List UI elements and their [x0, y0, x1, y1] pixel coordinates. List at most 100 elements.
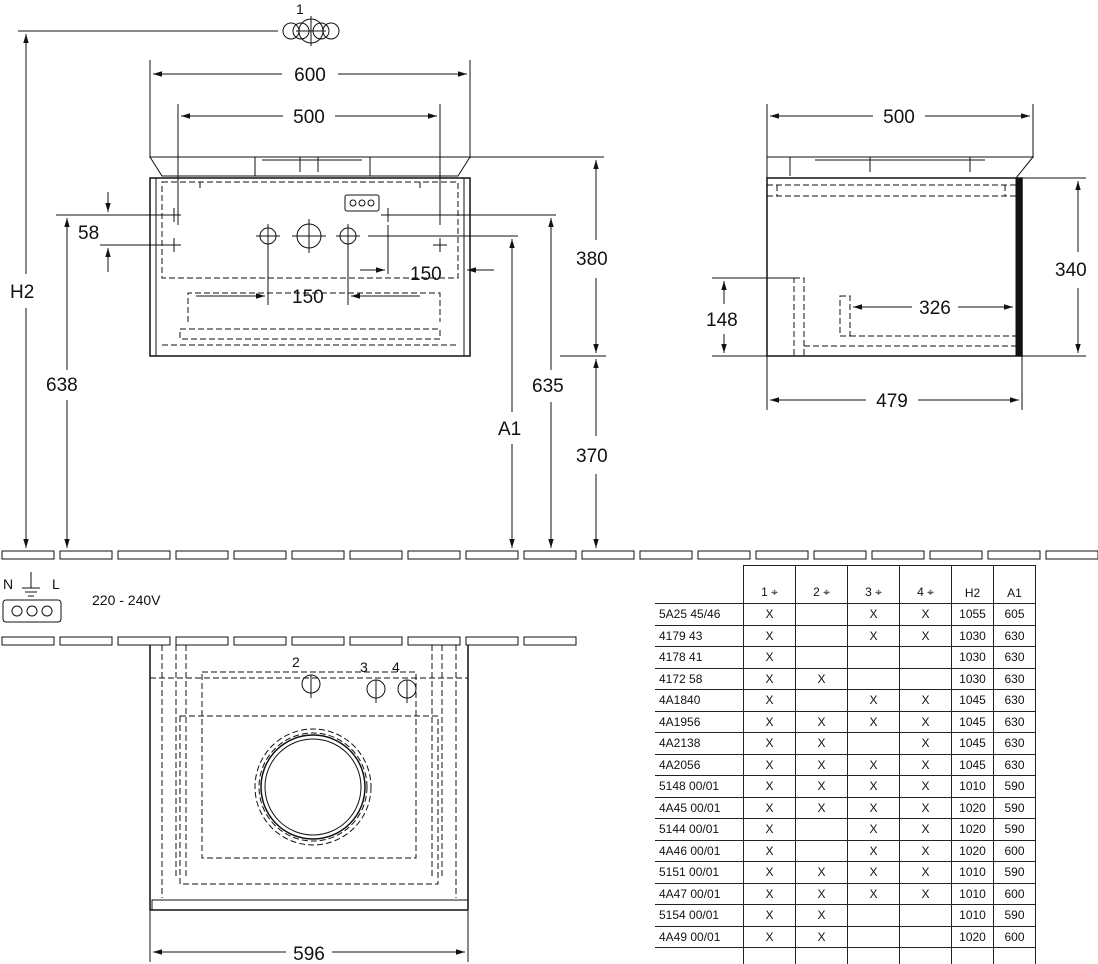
- spec-table-header: 1 ⌖ 2 ⌖ 3 ⌖ 4 ⌖ H2 A1: [655, 566, 1036, 604]
- dim-596: 596: [293, 944, 325, 963]
- table-cell-c4: [900, 926, 952, 948]
- table-cell-c1: X: [744, 819, 796, 841]
- table-cell-c4: X: [900, 840, 952, 862]
- table-cell-c3: X: [848, 819, 900, 841]
- table-cell-h2: 1010: [952, 905, 994, 927]
- table-cell-h2: 1045: [952, 690, 994, 712]
- label-voltage: 220 - 240V: [92, 592, 161, 608]
- table-cell-c1: X: [744, 690, 796, 712]
- table-cell-code: 5144 00/01: [655, 819, 744, 841]
- table-cell-c2: [796, 690, 848, 712]
- table-cell-empty: [796, 948, 848, 964]
- table-cell-a1: 600: [994, 883, 1036, 905]
- connection-small-icon: ⌖: [875, 585, 882, 599]
- connection-small-icon: ⌖: [927, 585, 934, 599]
- side-view: [767, 157, 1033, 356]
- table-cell-h2: 1010: [952, 883, 994, 905]
- table-cell-h2: 1045: [952, 733, 994, 755]
- dim-150-lower: 150: [292, 287, 324, 308]
- plan-view: [150, 645, 468, 910]
- table-cell-code: 4A45 00/01: [655, 797, 744, 819]
- table-cell-c1: X: [744, 797, 796, 819]
- dim-150-right: 150: [410, 264, 442, 285]
- table-cell-a1: 630: [994, 711, 1036, 733]
- table-cell-a1: 630: [994, 733, 1036, 755]
- dim-638: 638: [46, 375, 78, 396]
- table-cell-c1: X: [744, 733, 796, 755]
- spec-header-h2: H2: [952, 566, 994, 604]
- table-cell-c2: [796, 604, 848, 626]
- table-cell-c3: [848, 905, 900, 927]
- table-cell-c4: X: [900, 604, 952, 626]
- table-cell-empty: [994, 948, 1036, 964]
- front-view: [150, 157, 470, 356]
- header-label: 1: [761, 585, 768, 599]
- table-cell-c3: X: [848, 776, 900, 798]
- table-cell-code: 4179 43: [655, 625, 744, 647]
- table-cell-code: 5148 00/01: [655, 776, 744, 798]
- table-cell-c1: X: [744, 883, 796, 905]
- table-cell-code: 4172 58: [655, 668, 744, 690]
- table-cell-c1: X: [744, 625, 796, 647]
- header-label: 2: [813, 585, 820, 599]
- table-cell-h2: 1020: [952, 840, 994, 862]
- table-cell-c4: X: [900, 776, 952, 798]
- table-cell-c4: X: [900, 625, 952, 647]
- table-cell-empty: [952, 948, 994, 964]
- table-cell-c4: X: [900, 711, 952, 733]
- table-cell-c4: [900, 668, 952, 690]
- table-row-spacer: [655, 948, 1036, 964]
- dim-600: 600: [294, 65, 326, 86]
- table-cell-code: 4A47 00/01: [655, 883, 744, 905]
- dim-h2: H2: [10, 282, 34, 303]
- table-cell-c3: X: [848, 625, 900, 647]
- table-cell-h2: 1020: [952, 926, 994, 948]
- dim-a1: A1: [498, 419, 521, 440]
- table-cell-c4: X: [900, 754, 952, 776]
- table-cell-c3: X: [848, 754, 900, 776]
- table-cell-c4: X: [900, 883, 952, 905]
- table-cell-c2: X: [796, 733, 848, 755]
- table-cell-c2: [796, 819, 848, 841]
- table-cell-a1: 590: [994, 797, 1036, 819]
- table-cell-c3: [848, 926, 900, 948]
- table-cell-c4: X: [900, 733, 952, 755]
- table-cell-c3: X: [848, 604, 900, 626]
- table-cell-c2: X: [796, 754, 848, 776]
- table-cell-h2: 1030: [952, 625, 994, 647]
- dim-479: 479: [876, 391, 908, 412]
- table-cell-code: 4A1956: [655, 711, 744, 733]
- table-cell-c2: X: [796, 905, 848, 927]
- connection-small-icon: ⌖: [823, 585, 830, 599]
- label-live: L: [52, 576, 60, 592]
- table-cell-code: 4A2138: [655, 733, 744, 755]
- spec-header-code: [655, 566, 744, 604]
- table-cell-a1: 590: [994, 905, 1036, 927]
- table-cell-a1: 605: [994, 604, 1036, 626]
- label-neutral: N: [3, 576, 13, 592]
- table-cell-c3: X: [848, 862, 900, 884]
- table-cell-h2: 1045: [952, 711, 994, 733]
- table-cell-h2: 1020: [952, 819, 994, 841]
- header-label: 3: [865, 585, 872, 599]
- spec-header-a1: A1: [994, 566, 1036, 604]
- table-cell-c1: X: [744, 776, 796, 798]
- table-cell-c4: [900, 905, 952, 927]
- table-cell-c2: [796, 625, 848, 647]
- table-cell-code: 4A1840: [655, 690, 744, 712]
- dim-500-front: 500: [293, 107, 325, 128]
- table-cell-c2: X: [796, 668, 848, 690]
- table-cell-code: 4178 41: [655, 647, 744, 669]
- table-cell-a1: 630: [994, 754, 1036, 776]
- table-cell-a1: 590: [994, 776, 1036, 798]
- table-cell-c2: X: [796, 862, 848, 884]
- spec-header-4: 4 ⌖: [900, 566, 952, 604]
- connection-symbol-1: [283, 16, 339, 46]
